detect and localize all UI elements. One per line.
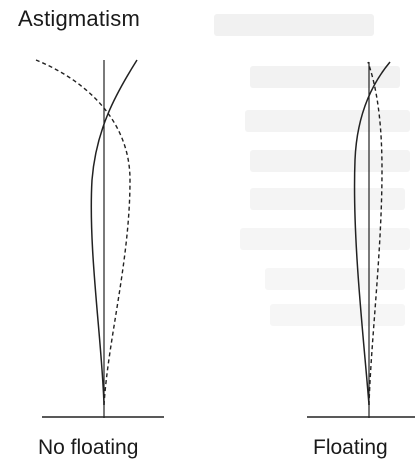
tangential-curve-right [368,62,382,405]
panel-no-floating [36,60,164,418]
panel-floating [307,62,415,418]
tangential-curve-left [36,60,130,405]
sagittal-curve-left [91,60,137,405]
caption-floating: Floating [313,436,388,460]
caption-no-floating: No floating [38,436,138,460]
